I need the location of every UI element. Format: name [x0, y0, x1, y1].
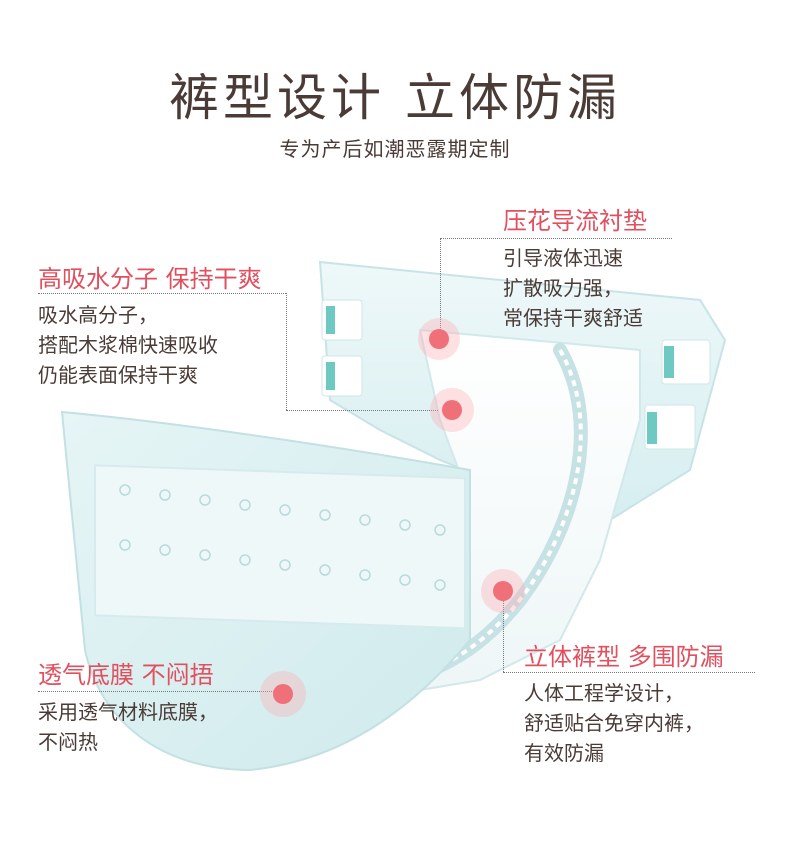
callout-line: 舒适贴合免穿内裤， [524, 711, 704, 735]
leader-embossed-v [440, 238, 441, 338]
callout-embossed: 压花导流衬垫 [503, 201, 647, 236]
callout-line: 吸水高分子， [38, 303, 158, 327]
callout-embossed-body: 引导液体迅速 扩散吸力强， 常保持干爽舒适 [503, 243, 643, 333]
callout-absorbent: 高吸水分子 保持干爽 [38, 259, 262, 294]
callout-pants-body: 人体工程学设计， 舒适贴合免穿内裤， 有效防漏 [524, 678, 704, 768]
tape-right-bottom [644, 404, 696, 450]
callout-embossed-title: 压花导流衬垫 [503, 207, 647, 235]
callout-line: 搭配木浆棉快速吸收 [38, 333, 218, 357]
callout-line: 人体工程学设计， [524, 681, 684, 705]
callout-absorbent-body: 吸水高分子， 搭配木浆棉快速吸收 仍能表面保持干爽 [38, 300, 218, 390]
page-subtitle: 专为产后如潮恶露期定制 [279, 137, 511, 161]
callout-absorbent-title: 高吸水分子 保持干爽 [38, 265, 262, 293]
leader-pants-v [503, 590, 504, 672]
callout-film-body: 采用透气材料底膜， 不闷热 [38, 697, 218, 757]
leader-absorbent-v [286, 293, 287, 410]
hotspot-pants [481, 569, 525, 613]
page-title: 裤型设计 立体防漏 [169, 69, 621, 127]
hotspot-embossed [418, 318, 460, 360]
leader-film-h [38, 691, 276, 692]
hotspot-absorbent [430, 388, 474, 432]
leader-absorbent-h2 [286, 410, 438, 411]
callout-pants-title: 立体裤型 多围防漏 [524, 643, 724, 671]
hotspot-film [260, 671, 306, 717]
callout-line: 扩散吸力强， [503, 276, 623, 300]
leader-absorbent-h1 [38, 293, 286, 294]
leader-embossed-h [440, 238, 672, 239]
callout-film: 透气底膜 不闷捂 [38, 655, 214, 690]
callout-line: 不闷热 [38, 730, 98, 754]
callout-line: 仍能表面保持干爽 [38, 363, 198, 387]
absorbent-core-print [94, 464, 466, 630]
callout-pants: 立体裤型 多围防漏 [524, 637, 724, 672]
callout-film-title: 透气底膜 不闷捂 [38, 661, 214, 689]
callout-line: 常保持干爽舒适 [503, 306, 643, 330]
callout-line: 有效防漏 [524, 741, 604, 765]
callout-line: 引导液体迅速 [503, 246, 623, 270]
leader-pants-h [503, 672, 755, 673]
callout-line: 采用透气材料底膜， [38, 700, 218, 724]
